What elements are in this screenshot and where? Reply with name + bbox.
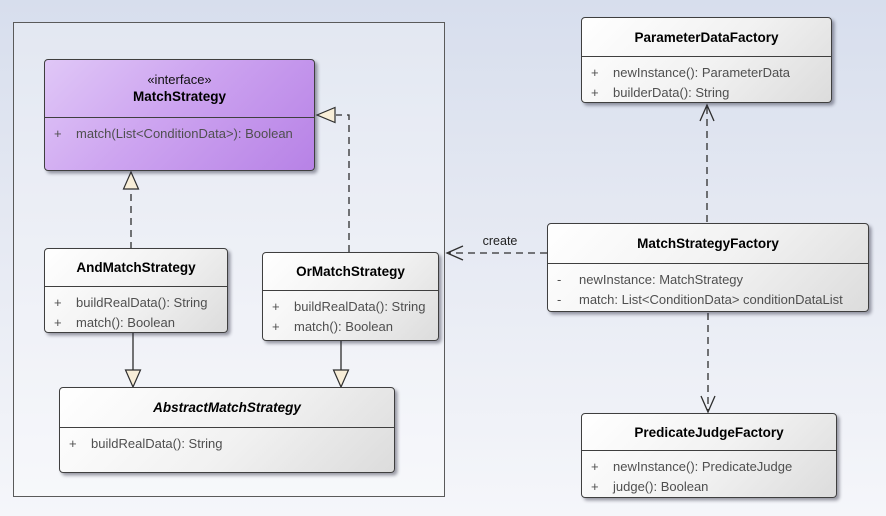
class-predicatejudgefactory[interactable]: PredicateJudgeFactory + newInstance(): Pr… <box>581 413 837 498</box>
members-compartment: + buildRealData(): String + match(): Boole… <box>263 291 438 337</box>
member-text: match(): Boolean <box>76 315 175 330</box>
class-header: AndMatchStrategy <box>45 249 227 287</box>
dependency-arrowhead-icon <box>445 245 464 261</box>
member-text: newInstance(): PredicateJudge <box>613 459 793 474</box>
member-row: + buildRealData(): String <box>54 293 221 313</box>
member-text: buildRealData(): String <box>91 436 223 451</box>
realization-arrowhead-icon <box>122 170 140 190</box>
class-header: PredicateJudgeFactory <box>582 414 836 451</box>
member-text: builderData(): String <box>613 85 730 100</box>
member-text: match: List<ConditionData> conditionData… <box>579 292 843 307</box>
members-compartment: + buildRealData(): String <box>60 428 394 454</box>
visibility-sign: + <box>272 319 280 334</box>
class-ormatchstrategy[interactable]: OrMatchStrategy + buildRealData(): String… <box>262 252 439 341</box>
visibility-sign: + <box>591 479 599 494</box>
members-compartment: + newInstance(): ParameterData + builderDa… <box>582 57 831 103</box>
member-text: buildRealData(): String <box>294 299 426 314</box>
class-andmatchstrategy[interactable]: AndMatchStrategy + buildRealData(): Strin… <box>44 248 228 333</box>
class-name: AndMatchStrategy <box>76 260 196 275</box>
member-row: + builderData(): String <box>591 83 825 103</box>
dependency-arrowhead-icon <box>699 103 715 122</box>
realization-ormatchstrategy-matchstrategy[interactable] <box>315 106 350 253</box>
visibility-sign: + <box>272 299 280 314</box>
member-row: - newInstance: MatchStrategy <box>557 270 862 290</box>
member-text: buildRealData(): String <box>76 295 208 310</box>
class-name: AbstractMatchStrategy <box>153 400 301 415</box>
stereotype-label: «interface» <box>147 72 212 87</box>
class-name: OrMatchStrategy <box>296 264 405 279</box>
visibility-sign: - <box>557 272 562 287</box>
class-name: ParameterDataFactory <box>634 29 779 45</box>
class-name: MatchStrategyFactory <box>637 236 779 251</box>
member-row: + judge(): Boolean <box>591 477 830 497</box>
visibility-sign: + <box>69 436 77 451</box>
class-matchstrategyfactory[interactable]: MatchStrategyFactory - newInstance: Match… <box>547 223 869 312</box>
visibility-sign: - <box>557 292 562 307</box>
visibility-sign: + <box>591 65 599 80</box>
member-text: newInstance: MatchStrategy <box>579 272 744 287</box>
create-label: create <box>482 234 518 248</box>
member-row: + match(): Boolean <box>272 317 432 337</box>
member-text: newInstance(): ParameterData <box>613 65 791 80</box>
dependency-create[interactable] <box>445 245 547 261</box>
class-name: MatchStrategy <box>132 89 227 104</box>
member-row: + newInstance(): ParameterData <box>591 63 825 83</box>
class-header: MatchStrategyFactory <box>548 224 868 264</box>
member-row: + buildRealData(): String <box>69 434 388 454</box>
class-header: «interface» MatchStrategy <box>45 60 314 118</box>
member-row: + match(): Boolean <box>54 313 221 333</box>
class-header: ParameterDataFactory <box>582 18 831 57</box>
realization-arrowhead-icon <box>315 106 336 124</box>
class-header: AbstractMatchStrategy <box>60 388 394 428</box>
members-compartment: + match(List<ConditionData>): Boolean <box>45 118 314 144</box>
class-parameterdatafactory[interactable]: ParameterDataFactory + newInstance(): Par… <box>581 17 832 103</box>
member-text: judge(): Boolean <box>613 479 709 494</box>
member-row: + newInstance(): PredicateJudge <box>591 457 830 477</box>
generalization-ormatchstrategy-abstractmatchstrategy[interactable] <box>332 341 350 389</box>
member-row: - match: List<ConditionData> conditionDat… <box>557 290 862 310</box>
member-text: match(List<ConditionData>): Boolean <box>76 126 293 141</box>
visibility-sign: + <box>591 85 599 100</box>
class-header: OrMatchStrategy <box>263 253 438 291</box>
members-compartment: + buildRealData(): String + match(): Boole… <box>45 287 227 333</box>
visibility-sign: + <box>54 315 62 330</box>
member-row: + buildRealData(): String <box>272 297 432 317</box>
member-row: + match(List<ConditionData>): Boolean <box>54 124 308 144</box>
visibility-sign: + <box>54 295 62 310</box>
class-matchstrategy[interactable]: «interface» MatchStrategy + match(List<Co… <box>44 59 315 171</box>
visibility-sign: + <box>591 459 599 474</box>
generalization-andmatchstrategy-abstractmatchstrategy[interactable] <box>124 333 142 389</box>
member-text: match(): Boolean <box>294 319 393 334</box>
members-compartment: - newInstance: MatchStrategy - match: List… <box>548 264 868 310</box>
generalization-arrowhead-icon <box>332 369 350 389</box>
members-compartment: + newInstance(): PredicateJudge + judge():… <box>582 451 836 497</box>
dependency-matchstrategyfactory-parameterdatafactory[interactable] <box>699 103 715 222</box>
dependency-arrowhead-icon <box>700 395 716 414</box>
class-abstractmatchstrategy[interactable]: AbstractMatchStrategy + buildRealData(): … <box>59 387 395 473</box>
generalization-arrowhead-icon <box>124 369 142 389</box>
visibility-sign: + <box>54 126 62 141</box>
dependency-matchstrategyfactory-predicatejudgefactory[interactable] <box>700 313 716 414</box>
realization-andmatchstrategy-matchstrategy[interactable] <box>122 170 140 249</box>
class-name: PredicateJudgeFactory <box>634 424 784 440</box>
